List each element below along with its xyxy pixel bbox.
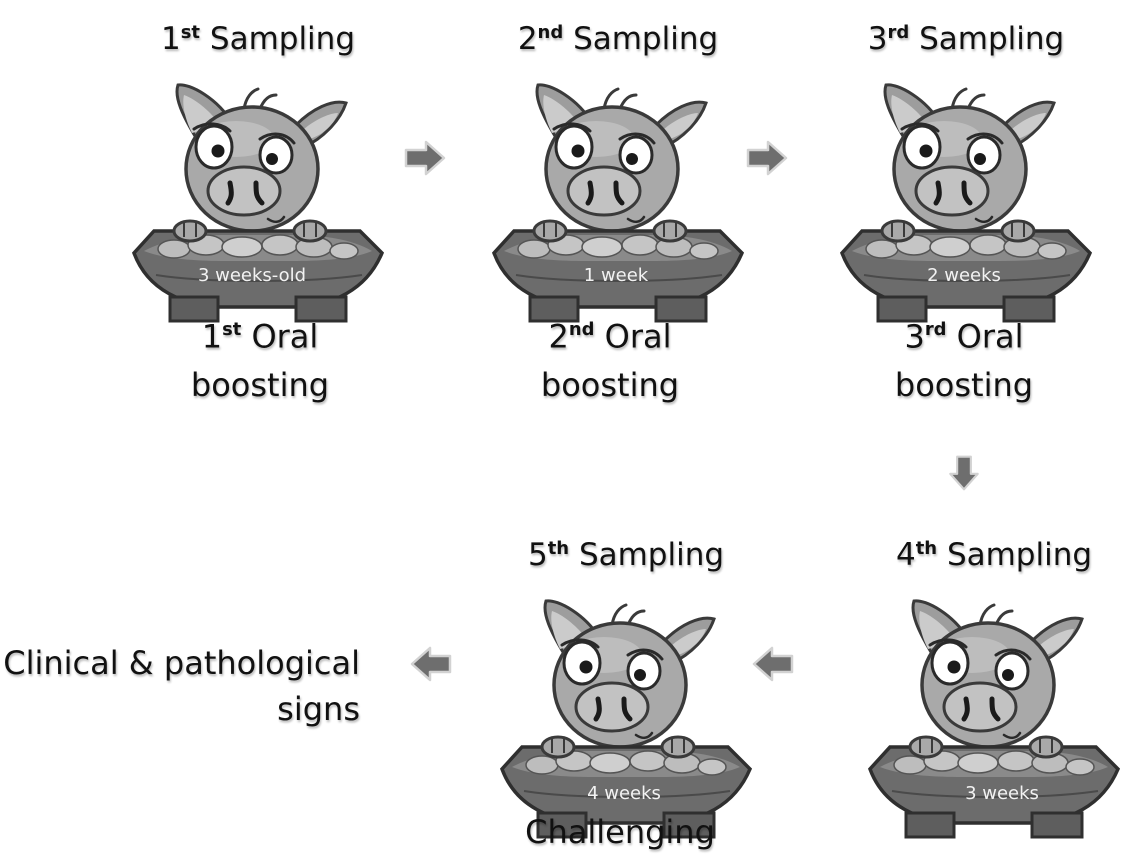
stage-3-caption: 3rd Oral boosting [894,317,1034,404]
trough-label: 2 weeks [927,265,1001,286]
stage-4-title: 4th Sampling [895,537,1093,574]
arrow-right-icon [746,140,788,176]
stage-5-title: 5th Sampling [527,537,725,574]
arrow-left-icon [752,646,794,682]
stage-5: 5th Sampling 4 weeks [494,540,758,841]
trough-label: 3 weeks [965,783,1039,804]
trough-label: 4 weeks [587,783,661,804]
arrow-left-icon [410,646,452,682]
arrow-down-icon [949,455,979,491]
trough-label: 3 weeks-old [198,265,306,286]
stage-2: 2nd Sampling 1 week [486,24,750,325]
stage-4: 4th Sampling 3 weeks [862,540,1124,841]
pig-in-trough-icon: 3 weeks-old [126,61,390,325]
stage-1-caption: 1st Oral boosting [190,317,330,404]
outcome-label: Clinical & pathological signs [3,644,360,728]
arrow-right-icon [404,140,446,176]
stage-1-title: 1st Sampling [161,21,355,58]
stage-1: 1st Sampling 3 weeks-old [126,24,390,325]
stage-2-caption: 2nd Oral boosting [540,317,680,404]
pig-in-trough-icon: 1 week [486,61,750,325]
pig-in-trough-icon: 4 weeks [494,577,758,841]
pig-in-trough-icon: 3 weeks [862,577,1124,841]
pig-in-trough-icon: 2 weeks [834,61,1098,325]
stage-3: 3rd Sampling 2 weeks [834,24,1098,325]
stage-5-caption: Challenging [525,813,715,851]
stage-3-title: 3rd Sampling [867,21,1065,58]
trough-label: 1 week [584,265,649,286]
stage-2-title: 2nd Sampling [517,21,719,58]
